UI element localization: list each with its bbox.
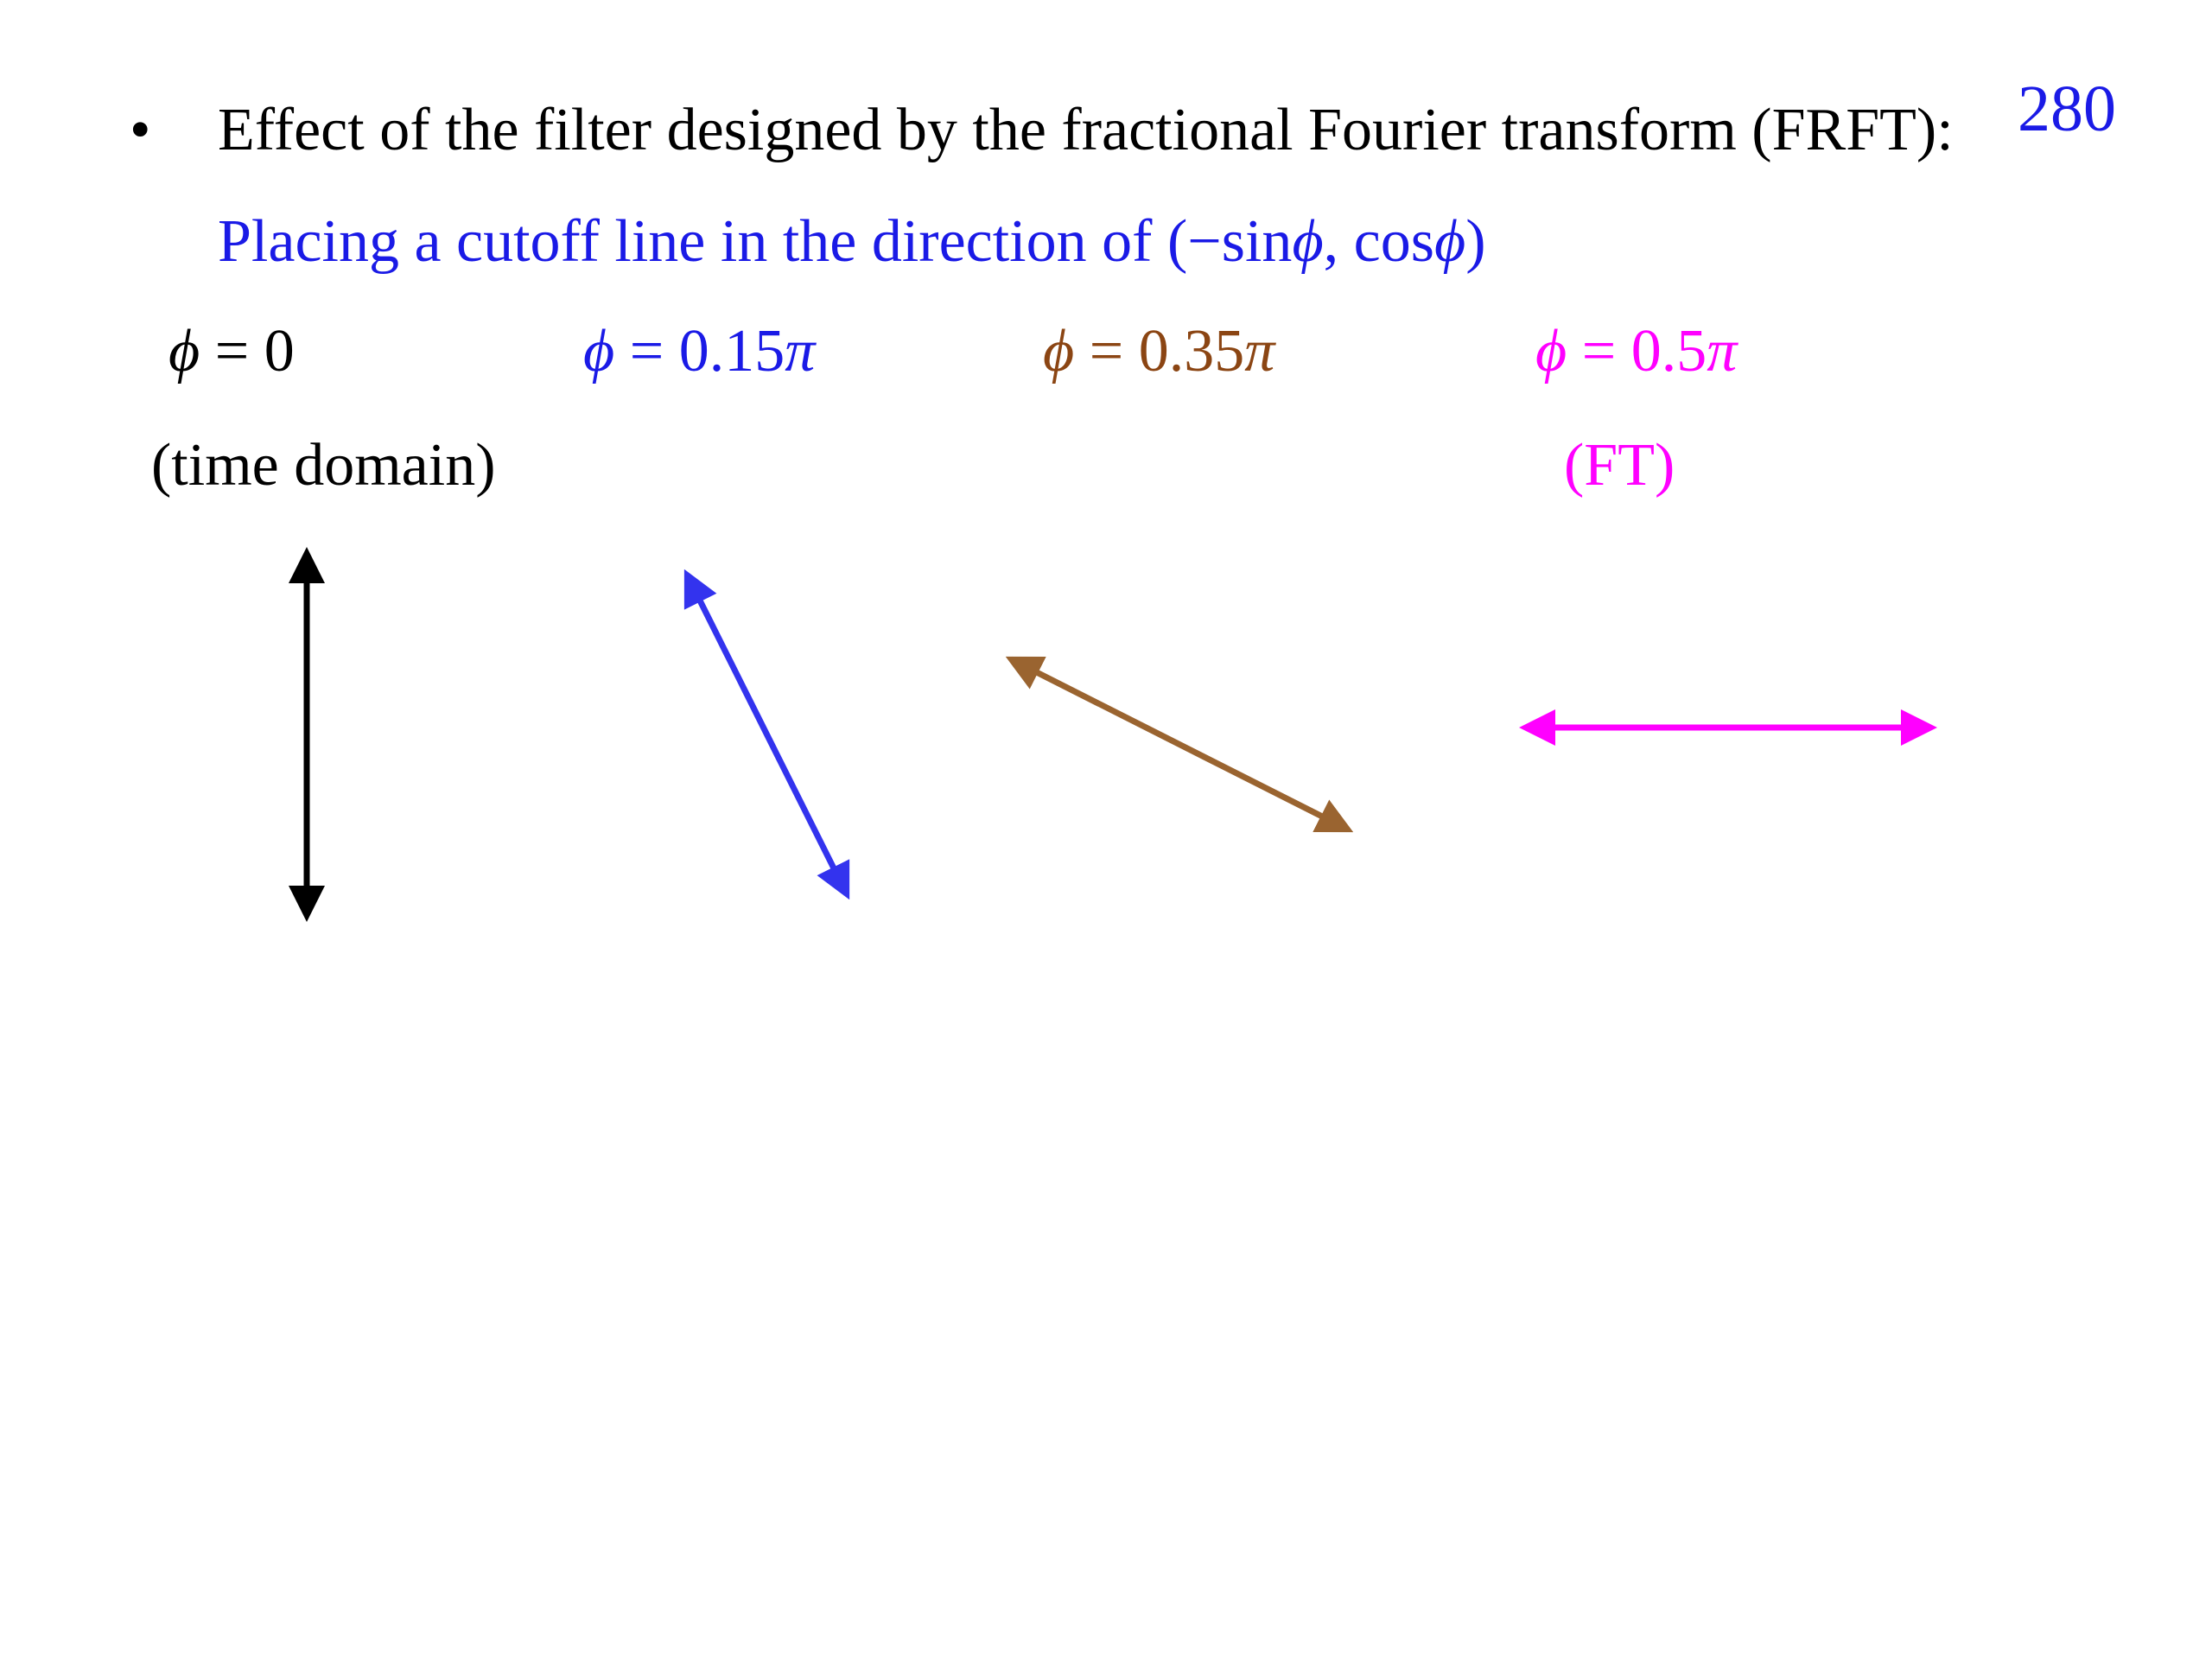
subtitle: Placing a cutoff line in the direction o…: [218, 208, 1486, 275]
phi-equals: =: [200, 318, 264, 385]
subtitle-phi-2: ϕ: [1433, 208, 1466, 275]
phi-coefficient: 0.15: [678, 318, 785, 385]
subtitle-phi-1: ϕ: [1292, 208, 1324, 275]
phi-label-2: ϕ = 0.35π: [1043, 318, 1274, 385]
arrow-phi-0-15pi: [683, 569, 850, 900]
phi-pi: π: [785, 318, 816, 385]
phi-coefficient: 0.35: [1138, 318, 1245, 385]
phi-equals: =: [1567, 318, 1631, 385]
phi-symbol: ϕ: [1535, 318, 1567, 385]
page-number: 280: [2018, 73, 2116, 145]
phi-coefficient: 0.5: [1630, 318, 1707, 385]
phi-symbol: ϕ: [583, 318, 615, 385]
domain-label-time: (time domain): [151, 432, 496, 499]
phi-pi: π: [1244, 318, 1275, 385]
subtitle-minus-sin: −sin: [1187, 208, 1293, 275]
phi-label-3: ϕ = 0.5π: [1535, 318, 1737, 385]
phi-symbol: ϕ: [1043, 318, 1075, 385]
arrow-phi-0-35pi: [1005, 656, 1354, 833]
phi-coefficient: 0: [264, 318, 295, 385]
domain-label-ft: (FT): [1564, 432, 1675, 499]
phi-label-1: ϕ = 0.15π: [583, 318, 815, 385]
bullet-dot: •: [130, 97, 151, 163]
subtitle-suffix: ): [1465, 208, 1486, 275]
phi-equals: =: [1074, 318, 1139, 385]
phi-symbol: ϕ: [168, 318, 200, 385]
phi-equals: =: [614, 318, 679, 385]
bullet-text: Effect of the filter designed by the fra…: [218, 97, 1954, 163]
phi-label-0: ϕ = 0: [168, 318, 295, 385]
subtitle-prefix: Placing a cutoff line in the direction o…: [218, 208, 1188, 275]
phi-pi: π: [1707, 318, 1738, 385]
subtitle-comma-cos: , cos: [1323, 208, 1434, 275]
